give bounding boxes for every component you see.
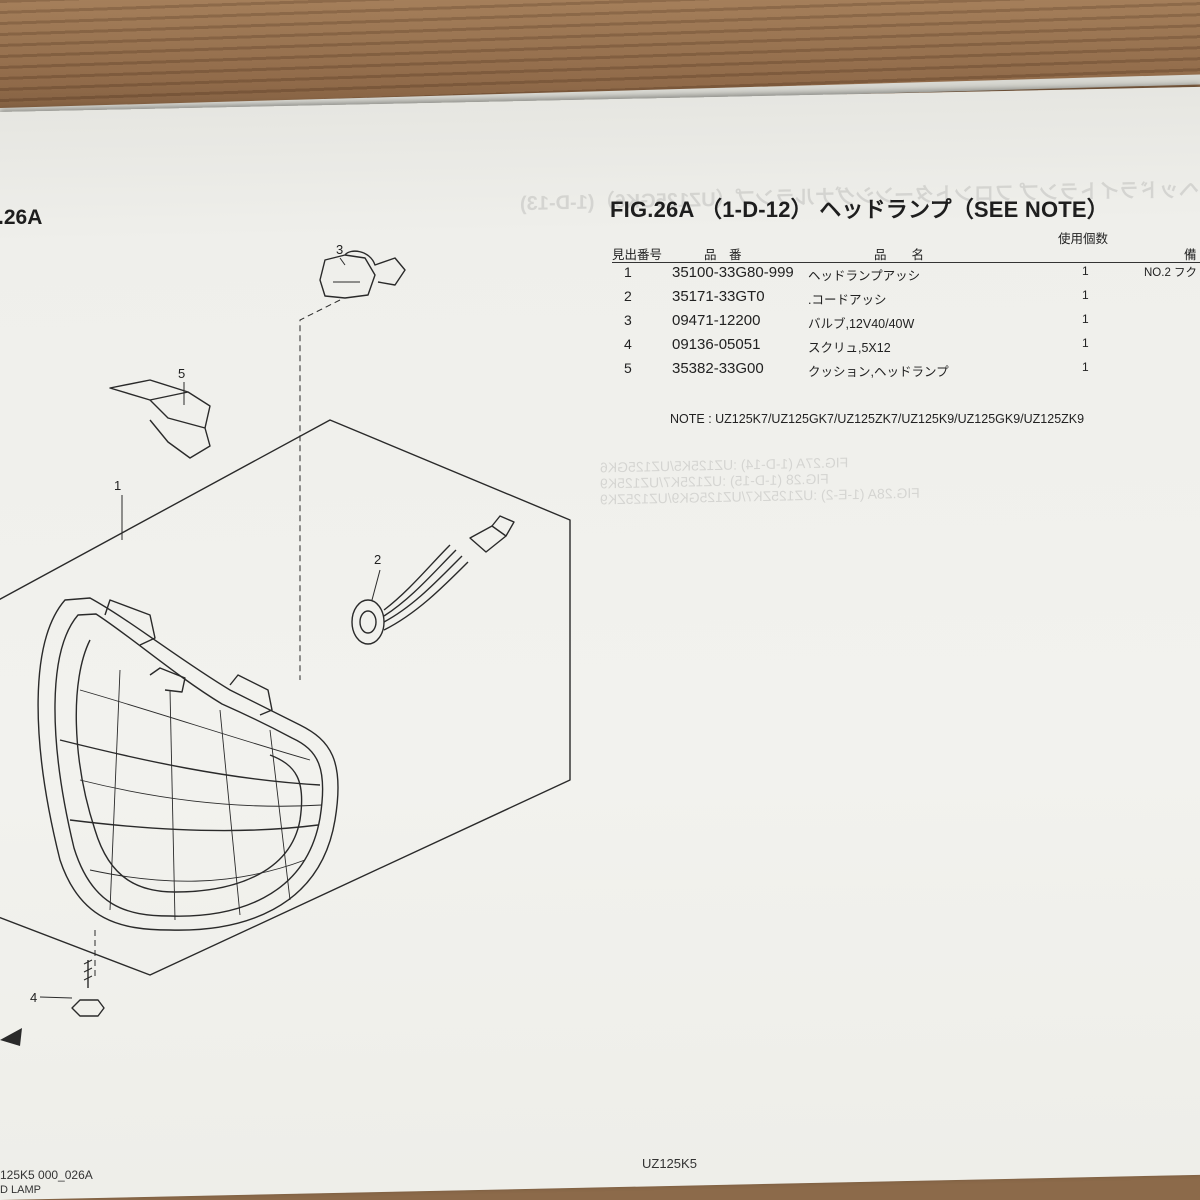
- table-row: 4 09136-05051 スクリュ,5X12 1: [612, 334, 1200, 358]
- callout-number: 4: [30, 990, 37, 1005]
- part-description: ヘッドランプアッシ: [808, 269, 921, 283]
- parts-list: 1 35100-33G80-999 ヘッドランプアッシ 1 NO.2 フク 2 …: [612, 262, 1200, 382]
- ref-number: 3: [624, 312, 632, 328]
- table-row: 5 35382-33G00 クッション,ヘッドランプ 1: [612, 358, 1200, 382]
- figure-title: FIG.26A （1-D-12） ヘッドランプ（SEE NOTE）: [610, 197, 1109, 222]
- footer-code: 125K5 000_026A: [0, 1168, 93, 1182]
- screw-part: [71, 959, 105, 1017]
- part-number: 35382-33G00: [672, 360, 764, 377]
- part-number: 09136-05051: [672, 336, 761, 353]
- model-note: NOTE : UZ125K7/UZ125GK7/UZ125ZK7/UZ125K9…: [670, 412, 1085, 426]
- cushion-part: [109, 379, 211, 459]
- header-description: 品 名: [874, 248, 925, 262]
- leader-line: [39, 996, 73, 999]
- table-row: 1 35100-33G80-999 ヘッドランプアッシ 1 NO.2 フク: [612, 262, 1200, 286]
- ref-number: 1: [624, 264, 632, 280]
- header-qty: 使用個数: [1058, 232, 1109, 246]
- callout-number: 5: [178, 366, 185, 381]
- remark: NO.2 フク: [1144, 267, 1198, 279]
- part-number: 09471-12200: [672, 312, 761, 329]
- callout-number: 3: [336, 242, 343, 257]
- part-description: クッション,ヘッドランプ: [808, 365, 949, 379]
- callout-number: 2: [374, 552, 381, 567]
- assembly-frame: [0, 419, 571, 976]
- guide-line: [299, 299, 341, 680]
- header-part-no: 品 番: [704, 248, 742, 262]
- leader-line: [339, 257, 346, 266]
- header-remarks: 備: [1184, 248, 1197, 262]
- quantity: 1: [1082, 264, 1089, 278]
- ref-number: 2: [624, 288, 632, 304]
- front-arrow-icon: [0, 1028, 22, 1046]
- bulb-part: [319, 250, 406, 299]
- quantity: 1: [1082, 288, 1089, 302]
- part-description: スクリュ,5X12: [808, 341, 891, 355]
- ref-number: 4: [624, 336, 632, 352]
- figure-label-left: .26A: [0, 206, 43, 229]
- part-description: バルブ,12V40/40W: [808, 317, 915, 331]
- part-description: .コードアッシ: [808, 293, 887, 307]
- table-header: 見出番号 品 番 品 名 使用個数 備: [612, 232, 1200, 263]
- headlamp-assembly: [37, 597, 339, 931]
- table-row: 2 35171-33GT0 .コードアッシ 1: [612, 286, 1200, 310]
- quantity: 1: [1082, 312, 1089, 326]
- quantity: 1: [1082, 336, 1089, 350]
- cord-assembly-part: [351, 515, 515, 645]
- quantity: 1: [1082, 360, 1089, 374]
- part-number: 35100-33G80-999: [672, 264, 794, 281]
- header-ref-no: 見出番号: [612, 248, 663, 262]
- ref-number: 5: [624, 360, 632, 376]
- footer-label: D LAMP: [0, 1184, 41, 1196]
- exploded-view-diagram: 3 5 1 2 4: [0, 242, 571, 1046]
- footer-model: UZ125K5: [642, 1156, 697, 1171]
- part-number: 35171-33GT0: [672, 288, 765, 305]
- table-row: 3 09471-12200 バルブ,12V40/40W 1: [612, 310, 1200, 334]
- leader-line: [371, 569, 381, 601]
- callout-number: 1: [114, 478, 121, 493]
- header-rule: [612, 262, 1200, 263]
